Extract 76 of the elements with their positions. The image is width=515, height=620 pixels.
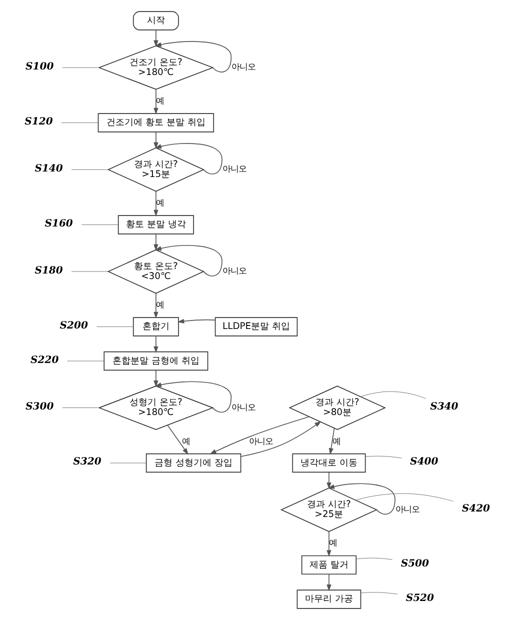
connector bbox=[365, 456, 402, 458]
node-text: S120 bbox=[24, 116, 53, 128]
edge-label: 아니오 bbox=[232, 62, 256, 72]
arrow bbox=[328, 428, 335, 455]
arrow bbox=[177, 318, 216, 324]
node-box: 제품 탈거 bbox=[301, 555, 357, 575]
node-text: S420 bbox=[462, 504, 490, 515]
arrow bbox=[326, 531, 332, 557]
arrow bbox=[154, 89, 158, 115]
node-text: S340 bbox=[430, 402, 458, 413]
edge-label: 예 bbox=[156, 198, 164, 208]
arrow bbox=[326, 472, 332, 490]
arrow bbox=[154, 143, 222, 174]
connector bbox=[355, 493, 454, 502]
node-text: S520 bbox=[406, 592, 434, 604]
node-diamond: 건조기 온도? >180℃ bbox=[98, 45, 214, 90]
edge-label: 아니오 bbox=[232, 402, 256, 412]
edge-label: 아니오 bbox=[396, 504, 420, 514]
connector bbox=[81, 224, 118, 225]
edge-label: 아니오 bbox=[222, 164, 247, 174]
arrow bbox=[240, 421, 322, 457]
node-diamond: 경과 시간? >25분 bbox=[280, 488, 378, 532]
edge-label: 예 bbox=[156, 96, 164, 106]
connector bbox=[71, 271, 108, 272]
arrow bbox=[154, 191, 158, 217]
node-box: 혼합분말 금형에 취입 bbox=[104, 351, 208, 371]
node-text: S200 bbox=[60, 320, 88, 332]
connector bbox=[360, 592, 398, 594]
node-diamond: 경과 시간? >15분 bbox=[107, 147, 205, 192]
edge-label: 아니오 bbox=[222, 266, 247, 276]
arrow bbox=[328, 483, 396, 515]
node-diamond: 경과 시간? >80분 bbox=[288, 386, 386, 430]
node-box: 시작 bbox=[132, 11, 179, 30]
node-diamond: 황토 온도? <30℃ bbox=[107, 249, 205, 294]
node-text: S160 bbox=[44, 218, 73, 230]
node-diamond: 성형기 온도? >180℃ bbox=[98, 386, 214, 430]
arrow bbox=[154, 293, 158, 319]
arrow bbox=[154, 30, 158, 47]
arrow bbox=[154, 381, 232, 413]
node-text: S220 bbox=[30, 354, 59, 366]
connector bbox=[71, 169, 108, 170]
arrow bbox=[210, 416, 310, 454]
connector bbox=[67, 360, 104, 362]
node-text: S140 bbox=[34, 163, 63, 174]
node-box: 황토 분말 냉각 bbox=[118, 215, 194, 234]
connector bbox=[110, 462, 146, 464]
edge-label: 예 bbox=[156, 299, 164, 310]
edge-label: 아니오 bbox=[249, 436, 274, 446]
node-box: 금형 성형기에 장입 bbox=[146, 453, 242, 473]
node-box: 마무리 가공 bbox=[296, 590, 362, 609]
connector bbox=[61, 122, 98, 123]
arrow bbox=[154, 370, 158, 388]
node-text: S180 bbox=[34, 265, 63, 276]
arrow bbox=[326, 574, 332, 592]
connector bbox=[360, 391, 426, 399]
arrow bbox=[154, 234, 158, 251]
arrow bbox=[154, 41, 232, 72]
arrow bbox=[167, 424, 188, 455]
node-box: 건조기에 황토 분말 취입 bbox=[98, 113, 214, 132]
arrow bbox=[154, 132, 158, 149]
arrow bbox=[154, 336, 158, 354]
node-text: S100 bbox=[26, 61, 54, 72]
node-text: S500 bbox=[400, 558, 429, 570]
connector bbox=[96, 326, 134, 327]
edge-label: 예 bbox=[332, 436, 340, 446]
node-text: S400 bbox=[410, 456, 438, 468]
arrow bbox=[154, 244, 222, 276]
node-box: 혼합기 bbox=[132, 317, 179, 336]
connector bbox=[62, 67, 100, 68]
connector bbox=[356, 558, 393, 560]
edge-label: 예 bbox=[329, 538, 338, 548]
edge-label: 예 bbox=[182, 436, 190, 446]
node-box: LLDPE분말 취입 bbox=[214, 317, 298, 336]
node-text: S320 bbox=[73, 456, 102, 468]
node-text: S300 bbox=[26, 402, 54, 413]
node-box: 냉각대로 이동 bbox=[292, 453, 366, 473]
